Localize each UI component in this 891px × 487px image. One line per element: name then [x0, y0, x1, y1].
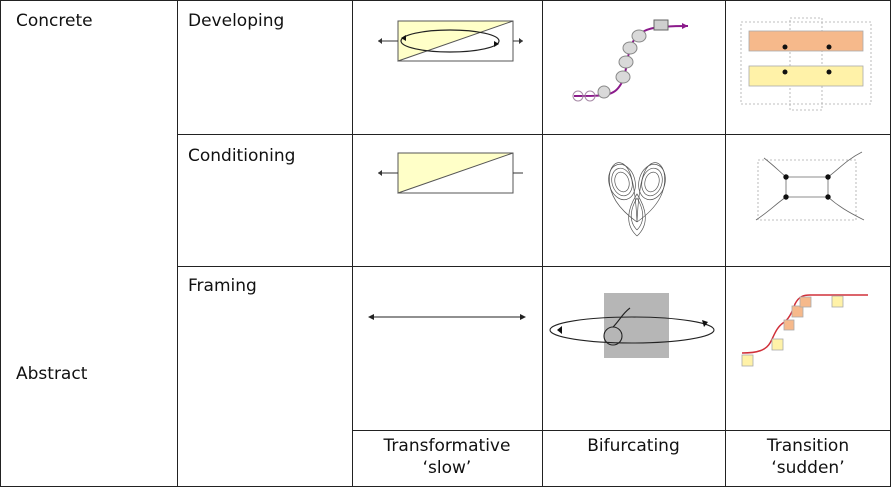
grid-line	[725, 0, 726, 487]
framing-label: Framing	[188, 276, 257, 296]
grid-line	[352, 430, 891, 431]
grid-line	[177, 0, 178, 487]
rectangle-triangle-loop-diagram-icon	[378, 20, 523, 62]
concrete-label: Concrete	[16, 11, 93, 31]
bifurcating-label: Bifurcating	[587, 436, 680, 456]
stepped-curve-with-boxes-diagram-icon	[741, 294, 868, 367]
orbit-with-grey-square-diagram-icon	[549, 293, 715, 358]
abstract-label: Abstract	[16, 364, 88, 384]
grid-line	[352, 0, 353, 487]
conditioning-label: Conditioning	[188, 146, 296, 166]
double-arrow-line-diagram-icon	[368, 314, 526, 320]
lorenz-attractor-diagram-icon	[608, 162, 666, 237]
transition-label: Transition ‘sudden’	[766, 436, 850, 478]
grid-line	[0, 0, 891, 1]
rectangle-triangle-diagram-icon	[378, 152, 523, 194]
s-curve-with-circles-diagram-icon	[572, 19, 689, 102]
developing-label: Developing	[188, 11, 285, 31]
grid-line	[0, 0, 1, 487]
two-colored-bars-with-dots-diagram-icon	[740, 17, 872, 111]
grid-line	[177, 266, 891, 267]
grid-line	[177, 134, 891, 135]
transformative-label: Transformative ‘slow’	[383, 436, 511, 478]
network-rectangle-diagram-icon	[755, 151, 865, 221]
grid-line	[542, 0, 543, 487]
